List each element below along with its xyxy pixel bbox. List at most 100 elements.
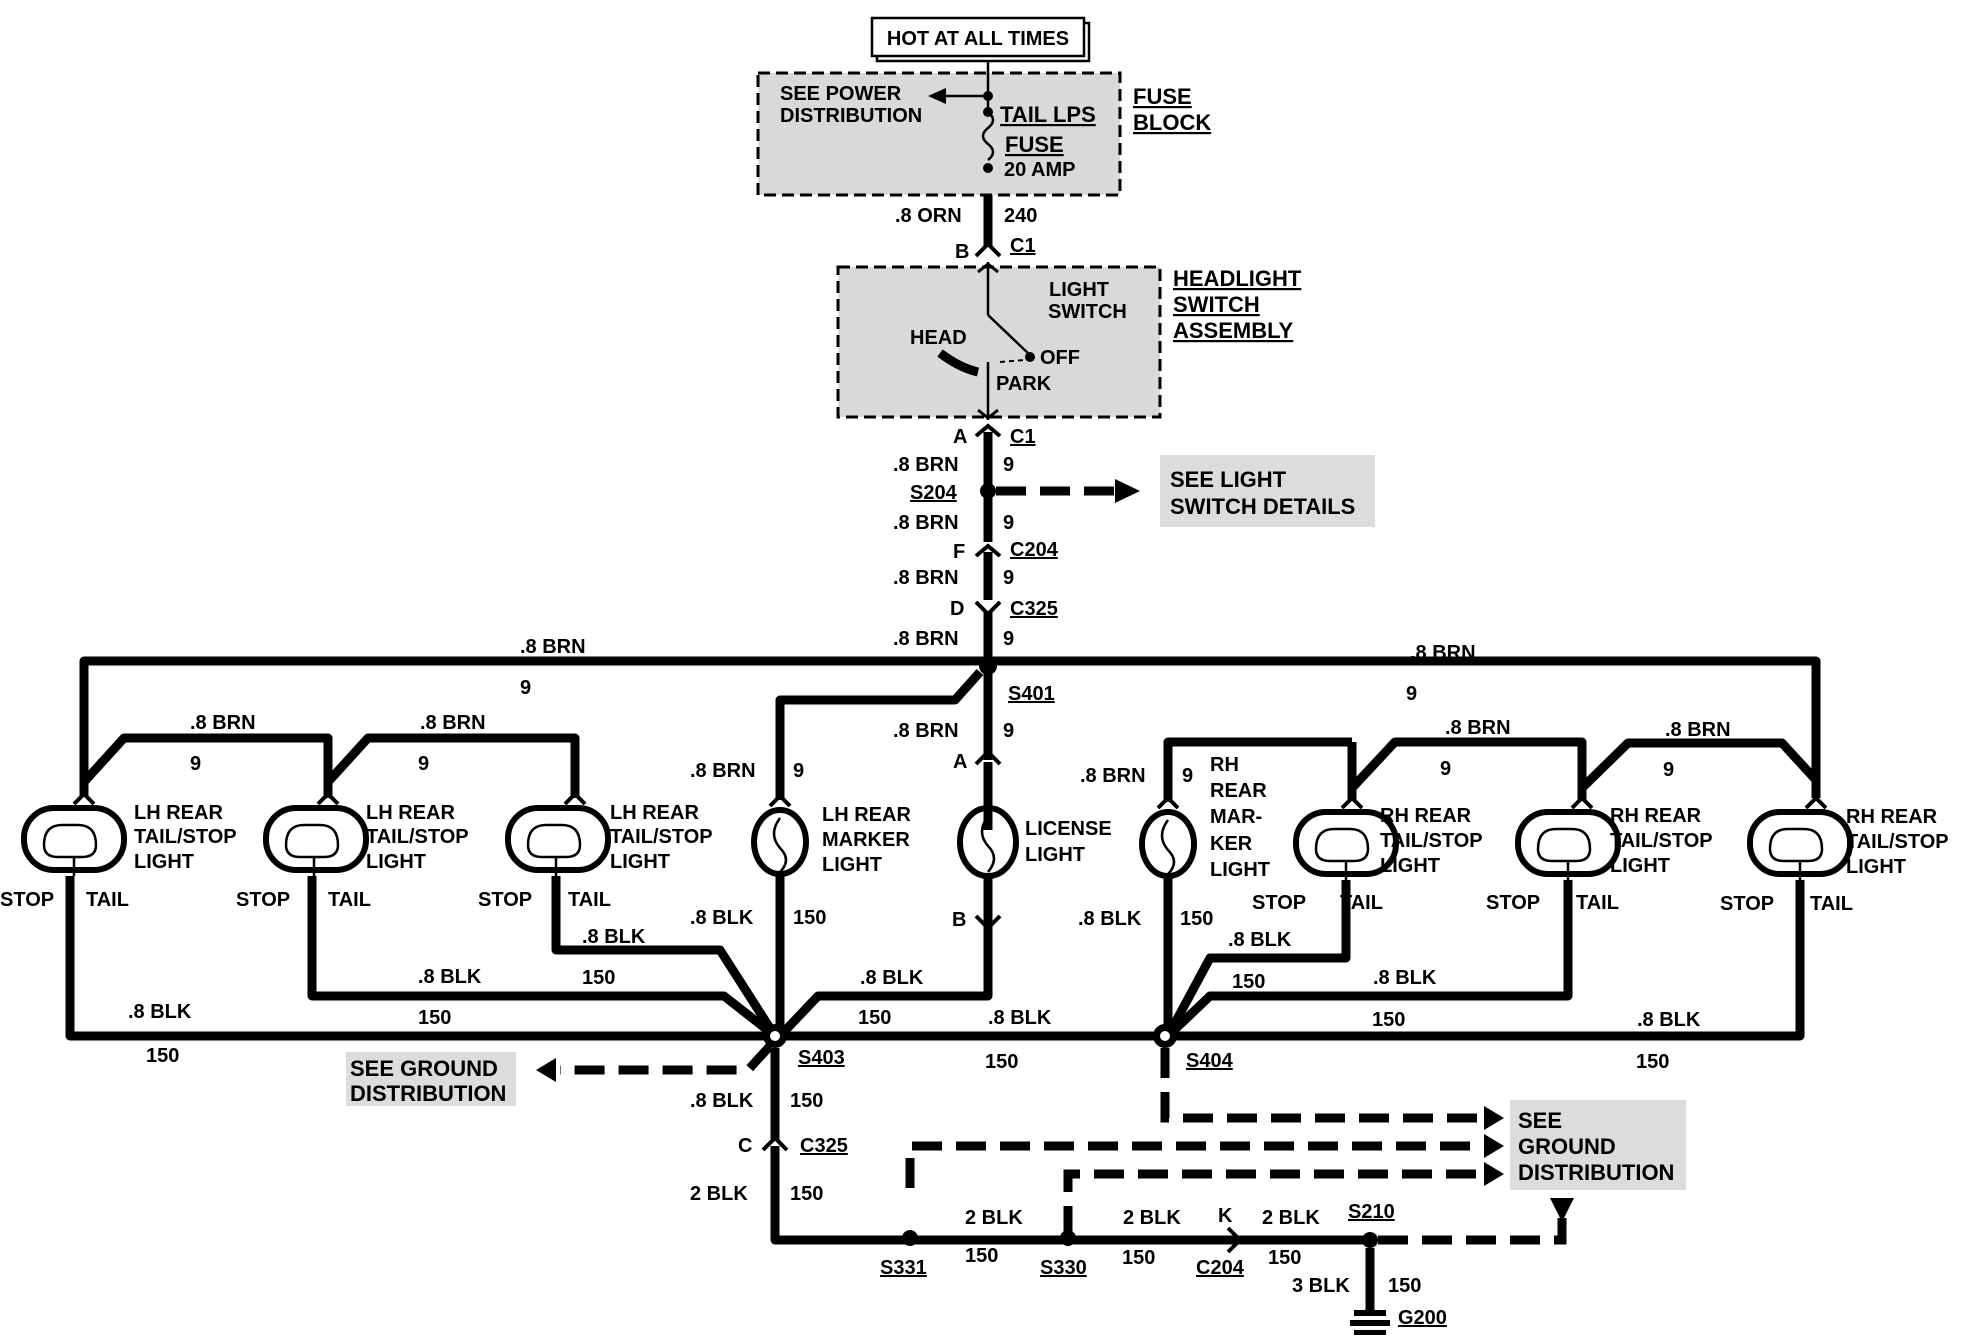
lh3-gauge: .8 BRN xyxy=(420,712,486,734)
rh1-blk-circuit: 150 xyxy=(1232,971,1265,993)
w1-circuit: 9 xyxy=(1003,454,1014,476)
c325-top-name: C325 xyxy=(1010,598,1058,620)
rhm-label-5: LIGHT xyxy=(1210,859,1270,881)
left-top-circuit: 9 xyxy=(520,677,531,699)
s204-name: S204 xyxy=(910,482,958,504)
arrow-right-icon xyxy=(1115,479,1140,503)
wire-150-rh2 xyxy=(1164,880,1573,1040)
off-label: OFF xyxy=(1040,347,1080,369)
rh1-label-3: LIGHT xyxy=(1380,855,1440,877)
lamp-lh-marker xyxy=(751,807,809,877)
mid-blk-circuit: 150 xyxy=(985,1051,1018,1073)
right-top-gauge: .8 BRN xyxy=(1410,642,1476,664)
light-switch-label-1: LIGHT xyxy=(1049,279,1109,301)
c325-blk-gauge: 2 BLK xyxy=(690,1183,748,1205)
wire-9-lh-marker xyxy=(775,669,984,800)
lhm-gauge: .8 BRN xyxy=(690,760,756,782)
headlight-title-2: SWITCH xyxy=(1173,292,1260,317)
k-blk-gauge: 2 BLK xyxy=(1262,1207,1320,1229)
lamp-lh2 xyxy=(263,805,369,876)
s403-splice: S403 SEE GROUND DISTRIBUTION xyxy=(346,1024,845,1106)
wire-240-circuit: 240 xyxy=(1004,205,1037,227)
wire-9-rh3 xyxy=(1578,738,1820,792)
lh2-blk-circuit: 150 xyxy=(418,1007,451,1029)
lh2-tail: TAIL xyxy=(328,889,371,911)
lh3-label-3: LIGHT xyxy=(610,851,670,873)
rh3-label-3: LIGHT xyxy=(1846,856,1906,878)
light-switch-label-2: SWITCH xyxy=(1048,301,1127,323)
wire-150-rh3 xyxy=(1168,880,1805,1041)
rh3-tail: TAIL xyxy=(1810,893,1853,915)
c325-bottom-name: C325 xyxy=(800,1135,848,1157)
c204-pin: F xyxy=(953,541,965,563)
down-blk-gauge: .8 BLK xyxy=(690,1090,754,1112)
s404-name: S404 xyxy=(1186,1050,1234,1072)
lamp-lh1 xyxy=(21,805,127,876)
gd-right-label-1: SEE xyxy=(1518,1108,1562,1133)
rh3-stop: STOP xyxy=(1720,893,1774,915)
s330-blk-circuit: 150 xyxy=(1122,1247,1155,1269)
license-pin-b: B xyxy=(952,909,966,931)
rhm-label-2: REAR xyxy=(1210,780,1267,802)
lh2-label-2: TAIL/STOP xyxy=(366,826,469,848)
distribution-label: DISTRIBUTION xyxy=(780,105,922,127)
w3-circuit: 9 xyxy=(1003,567,1014,589)
arrow-left-icon xyxy=(1484,1162,1504,1186)
w5-gauge: .8 BRN xyxy=(893,720,959,742)
c325-top-connector: D C325 xyxy=(950,598,1058,620)
hot-at-all-times-box: HOT AT ALL TIMES xyxy=(870,16,1091,63)
s204-splice: S204 SEE LIGHT SWITCH DETAILS xyxy=(910,455,1375,527)
lamp-rh3 xyxy=(1747,809,1853,880)
wire-9-rh2 xyxy=(1347,737,1587,800)
tail-lps-label: TAIL LPS xyxy=(1000,102,1096,127)
c204-name: C204 xyxy=(1010,539,1059,561)
lh1-blk-gauge: .8 BLK xyxy=(128,1001,192,1023)
rhm-label-3: MAR- xyxy=(1210,806,1262,828)
headlight-title-1: HEADLIGHT xyxy=(1173,266,1302,291)
wire-9-right-top xyxy=(988,656,1821,798)
rh2-gauge: .8 BRN xyxy=(1445,717,1511,739)
c1-top-pin: B xyxy=(955,241,969,263)
lh1-stop: STOP xyxy=(0,889,54,911)
fuse-amp-label: 20 AMP xyxy=(1004,159,1076,181)
rh1-label-1: RH REAR xyxy=(1380,805,1472,827)
w2-circuit: 9 xyxy=(1003,512,1014,534)
fuse-block-title-2: BLOCK xyxy=(1133,110,1211,135)
rh1-stop: STOP xyxy=(1252,892,1306,914)
headlight-switch-assembly: LIGHT SWITCH HEAD OFF PARK HEADLIGHT SWI… xyxy=(836,262,1302,420)
s331-blk-gauge: 2 BLK xyxy=(965,1207,1023,1229)
rh1-tail: TAIL xyxy=(1340,892,1383,914)
rh2-label-2: TAIL/STOP xyxy=(1610,830,1713,852)
see-ground-label-2: DISTRIBUTION xyxy=(350,1081,506,1106)
lh2-gauge: .8 BRN xyxy=(190,712,256,734)
c325-bottom-pin: C xyxy=(738,1135,752,1157)
lamp-labels: LH REAR TAIL/STOP LIGHT STOP TAIL LH REA… xyxy=(0,754,1949,915)
right-top-circuit: 9 xyxy=(1406,683,1417,705)
down-blk-circuit: 150 xyxy=(790,1090,823,1112)
rh2-stop: STOP xyxy=(1486,892,1540,914)
headlight-title-3: ASSEMBLY xyxy=(1173,318,1294,343)
switch-details-label: SWITCH DETAILS xyxy=(1170,494,1355,519)
s331-splice xyxy=(902,1230,918,1246)
c204-bottom-pin: K xyxy=(1218,1205,1233,1227)
c325-bottom-connector: C C325 xyxy=(738,1135,848,1157)
wire-150-lh1 xyxy=(65,876,775,1041)
rh1-blk-gauge: .8 BLK xyxy=(1228,929,1292,951)
w4-gauge: .8 BRN xyxy=(893,628,959,650)
lh3-tail: TAIL xyxy=(568,889,611,911)
fuse-block-title-1: FUSE xyxy=(1133,84,1192,109)
lic-blk-circuit: 150 xyxy=(858,1007,891,1029)
license-pin-a: A xyxy=(953,751,967,773)
c1-bottom-pin: A xyxy=(953,426,967,448)
rh3-label-2: TAIL/STOP xyxy=(1846,831,1949,853)
lic-blk-gauge: .8 BLK xyxy=(860,967,924,989)
ground-icon xyxy=(1350,1310,1390,1335)
s330-splice xyxy=(1060,1230,1076,1246)
rhm-gauge: .8 BRN xyxy=(1080,765,1146,787)
c325-blk-circuit: 150 xyxy=(790,1183,823,1205)
c325-top-pin: D xyxy=(950,598,964,620)
wire-150-rh1 xyxy=(1164,880,1351,1039)
rh3-circuit: 9 xyxy=(1663,759,1674,781)
w4-circuit: 9 xyxy=(1003,628,1014,650)
